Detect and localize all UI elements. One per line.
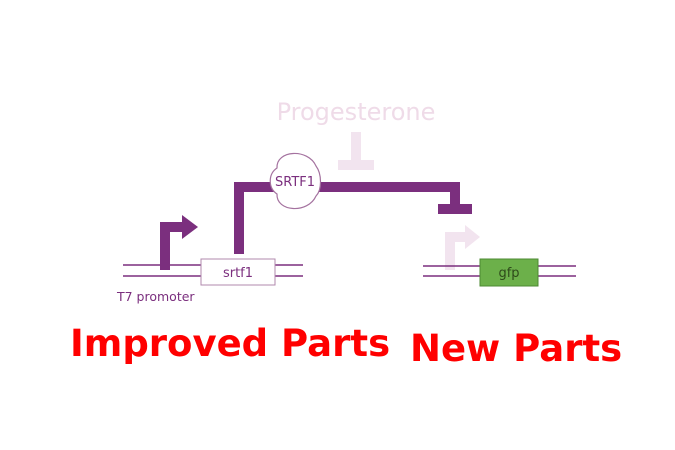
t7-promoter-arrow (160, 215, 198, 270)
improved-parts-label: Improved Parts (70, 322, 391, 365)
srtf1-protein (269, 152, 322, 210)
srtf1-gene-box (200, 258, 276, 286)
t7-promoter-label: T7 promoter (116, 289, 195, 304)
srtf1-gene-label: srtf1 (223, 266, 253, 281)
progesterone-inhibition-arrow (338, 132, 374, 170)
gfp-gene-box (479, 258, 539, 287)
gfp-promoter-arrow (445, 225, 480, 270)
new-parts-label: New Parts (410, 327, 623, 370)
gfp-gene-label: gfp (498, 266, 519, 281)
srtf1-protein-label: SRTF1 (275, 175, 315, 190)
srtf1-pathway-line (234, 182, 472, 254)
progesterone-label: Progesterone (277, 98, 436, 126)
